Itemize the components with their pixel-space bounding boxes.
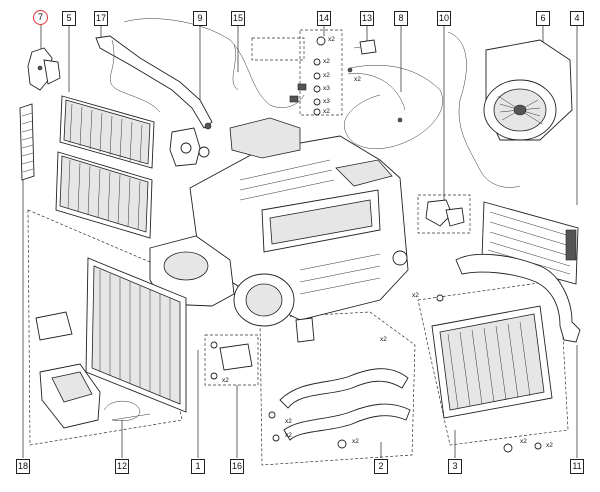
qty-label: x2 [354,76,361,83]
qty-label: x2 [323,58,330,65]
qty-label: x2 [380,336,387,343]
callout-4[interactable]: 4 [570,11,584,26]
qty-label: x2 [328,36,335,43]
part-1-hvac-housing [189,117,409,343]
qty-label: x3 [323,98,330,105]
callout-16[interactable]: 16 [230,459,244,474]
part-2-hoses [268,368,411,449]
qty-label: x2 [546,442,553,449]
group-box-hoses [259,311,416,466]
callout-10[interactable]: 10 [437,11,451,26]
callout-6[interactable]: 6 [536,11,550,26]
callout-3[interactable]: 3 [448,459,462,474]
group-box-heater [417,279,569,446]
part-10-harness [425,31,521,227]
group-box-left [27,209,183,446]
part-13-connector [353,39,377,55]
part-9-actuator [169,127,210,167]
part-11-coolant-pipe [455,253,581,343]
callout-12[interactable]: 12 [115,459,129,474]
part-3-heater-core [431,294,553,453]
part-17-pipe [95,35,213,130]
qty-label: x2 [412,292,419,299]
group-box-wiring [251,37,305,61]
callout-14[interactable]: 14 [317,11,331,26]
part-14-fasteners [313,36,326,116]
callout-1[interactable]: 1 [191,459,205,474]
part-15-wiring [123,18,307,108]
callout-11[interactable]: 11 [570,459,584,474]
part-5-cabin-filter [55,95,155,239]
callout-15[interactable]: 15 [231,11,245,26]
callout-17[interactable]: 17 [94,11,108,26]
callout-8[interactable]: 8 [394,11,408,26]
group-box-valve [204,334,259,386]
part-16-expansion-valve [210,341,253,380]
qty-label: x3 [323,85,330,92]
callout-5[interactable]: 5 [62,11,76,26]
part-7-bracket [27,47,61,91]
part-12-evaporator [35,257,187,429]
callout-18[interactable]: 18 [16,459,30,474]
part-18-vent-grille [19,103,35,181]
qty-label: x2 [352,438,359,445]
callout-2[interactable]: 2 [374,459,388,474]
qty-label: x2 [323,108,330,115]
qty-label: x2 [520,438,527,445]
qty-label: x2 [222,377,229,384]
qty-label: x2 [285,432,292,439]
callout-9[interactable]: 9 [193,11,207,26]
part-blower-housing [149,235,295,327]
callout-13[interactable]: 13 [360,11,374,26]
group-box-fasteners [299,29,343,116]
qty-label: x2 [285,418,292,425]
part-6-blower-motor [483,39,573,141]
qty-label: x2 [323,72,330,79]
callout-7[interactable]: 7 [33,10,48,25]
